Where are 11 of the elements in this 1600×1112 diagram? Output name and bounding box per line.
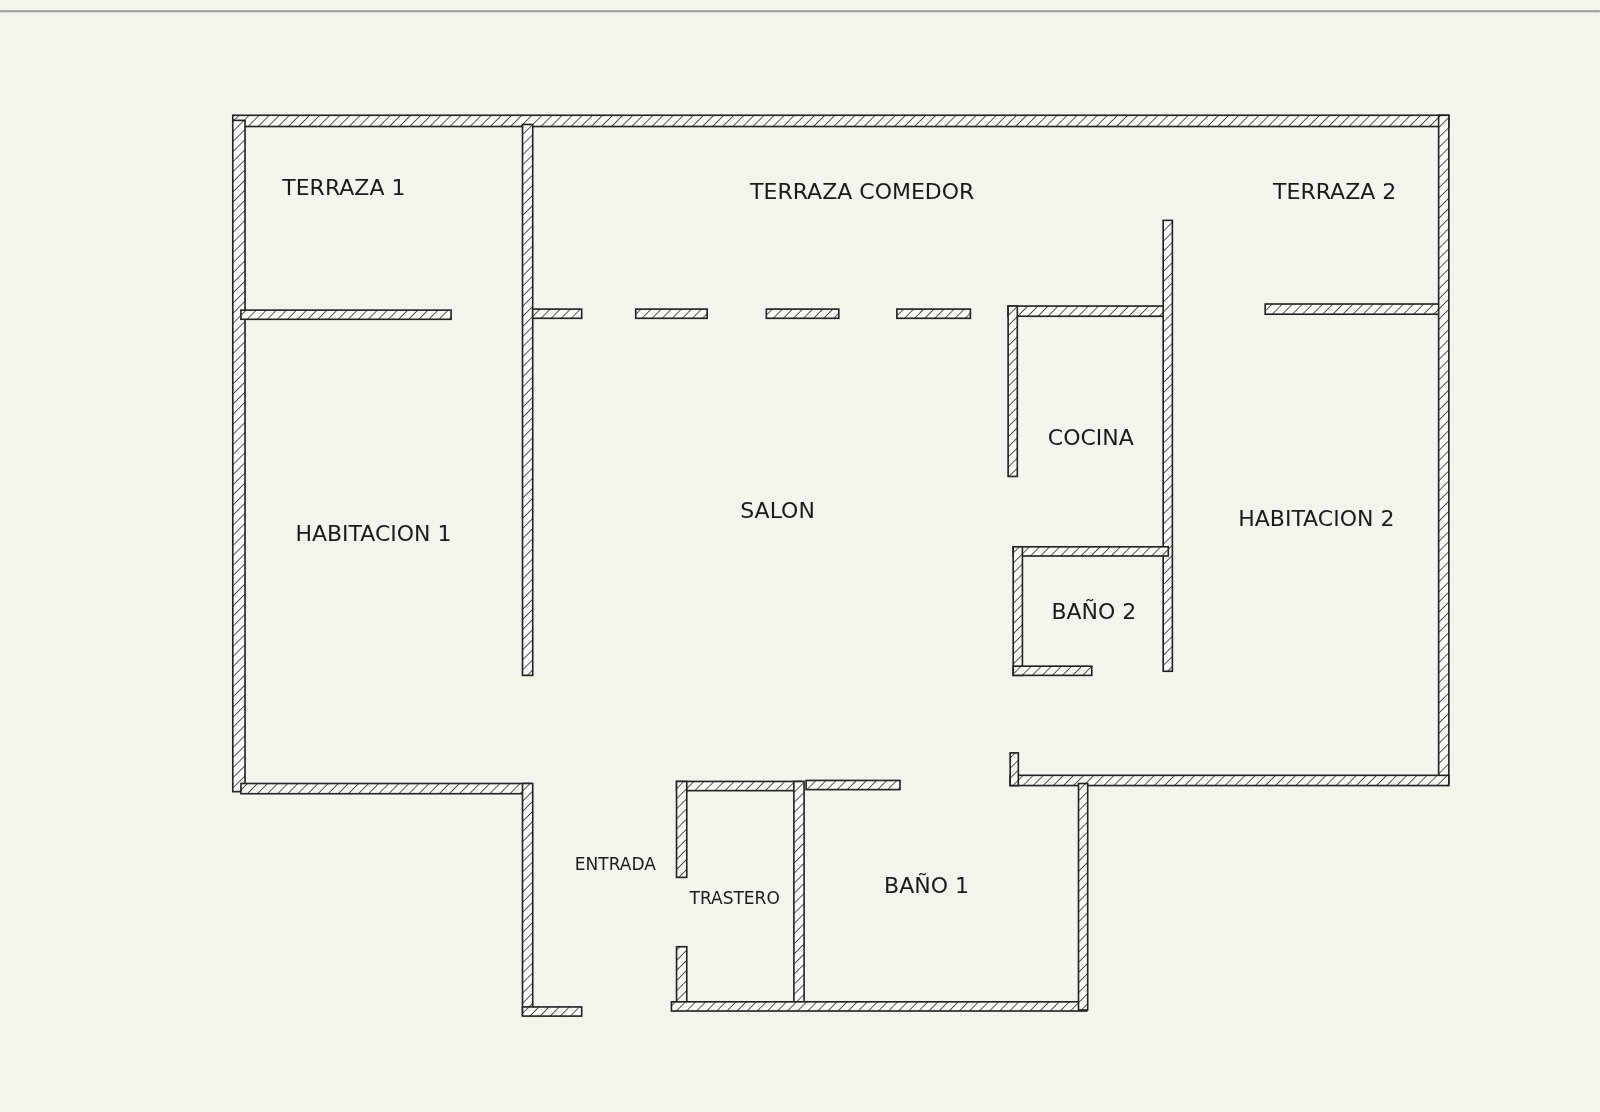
room-label: SALON [740,497,815,523]
room-label: HABITACION 1 [295,520,452,546]
room-label: ENTRADA [574,854,656,875]
room-label: COCINA [1047,424,1134,450]
room-label: TERRAZA 2 [1273,178,1397,204]
room-label: TERRAZA 1 [282,174,406,200]
room-label: TRASTERO [689,887,780,908]
room-label: BAÑO 1 [884,872,969,898]
room-label: TERRAZA COMEDOR [750,178,975,204]
room-label: BAÑO 2 [1051,598,1137,624]
room-label: HABITACION 2 [1238,505,1395,531]
